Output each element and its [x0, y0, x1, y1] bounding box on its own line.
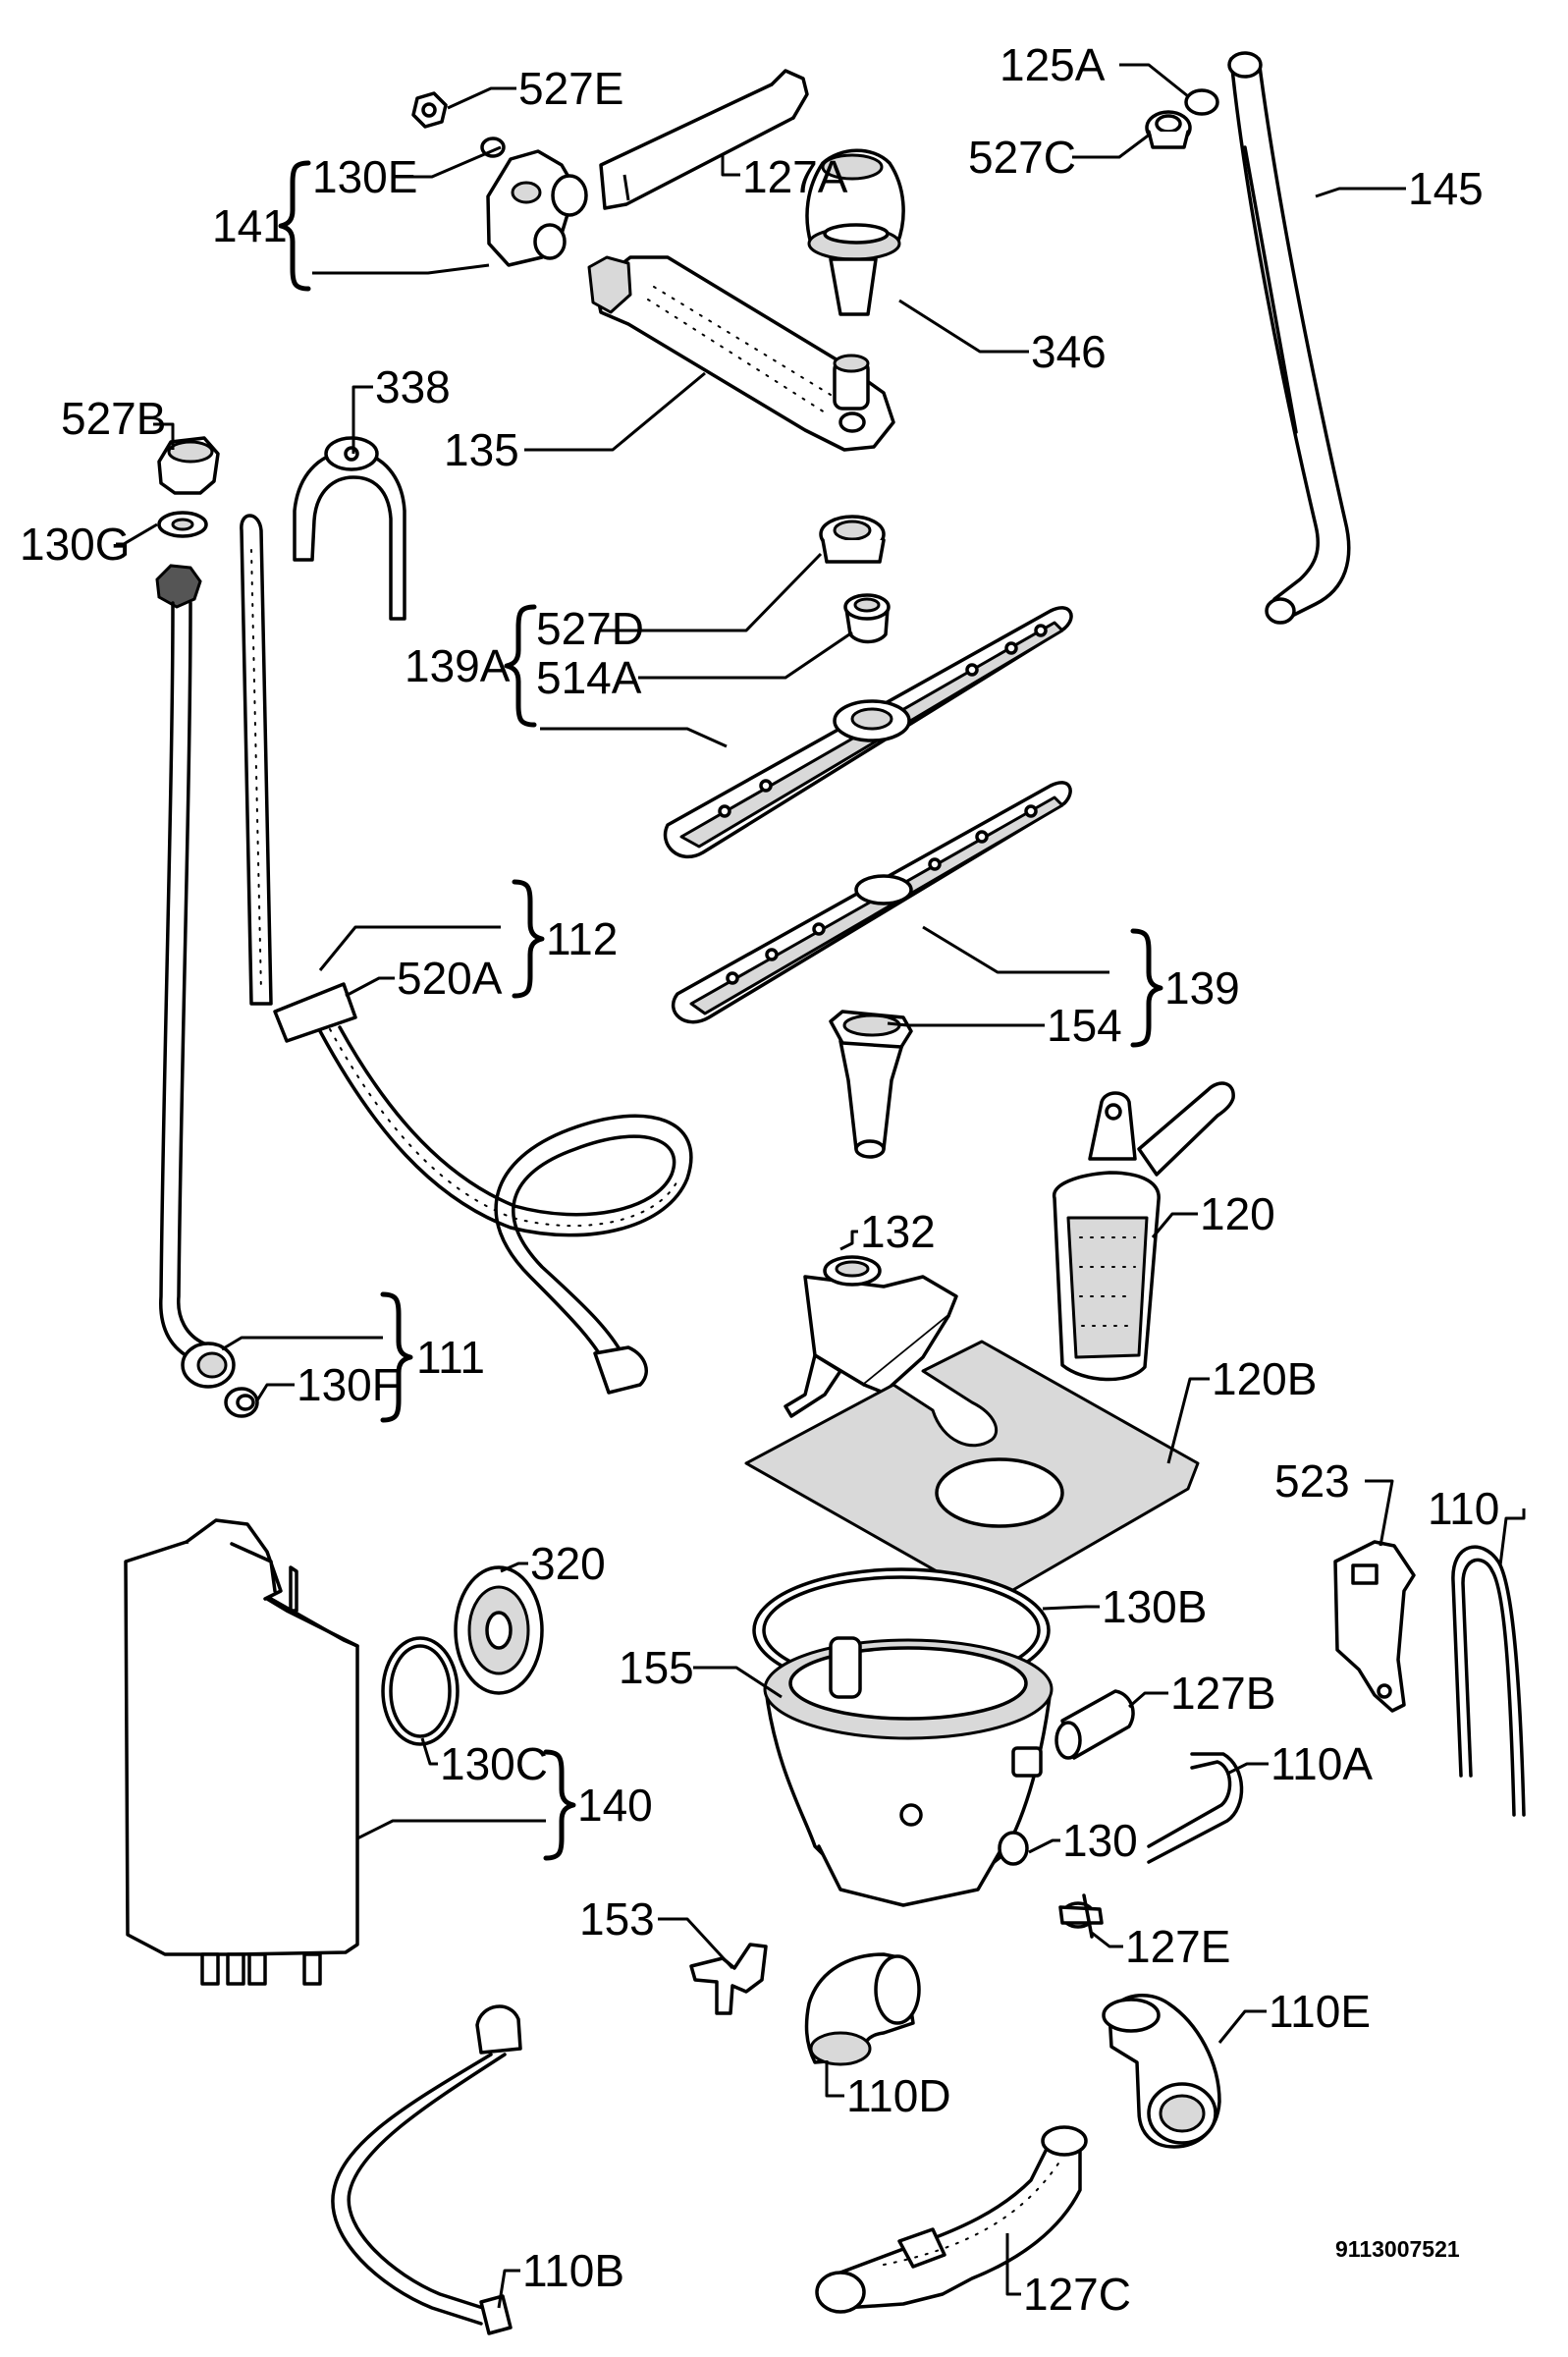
part-fitting-153: [689, 1943, 768, 2015]
label-130g: 130G: [20, 519, 131, 570]
label-127a: 127A: [742, 151, 848, 202]
part-riser-pipe-145: [1227, 51, 1351, 625]
part-cap-514a: [843, 593, 891, 644]
part-spray-arm-139a: [663, 606, 1073, 859]
part-inlet-hose-111: [155, 564, 236, 1389]
part-bracket-523: [1333, 1540, 1416, 1713]
part-washer-130: [998, 1831, 1029, 1866]
part-oring-125a: [1184, 88, 1219, 116]
label-155: 155: [619, 1642, 694, 1693]
label-120b: 120B: [1212, 1353, 1317, 1404]
label-338: 338: [375, 361, 451, 412]
label-127c: 127C: [1023, 2269, 1131, 2320]
label-127b: 127B: [1170, 1668, 1275, 1719]
label-139a: 139A: [405, 640, 511, 691]
part-pipe-127c: [815, 2125, 1088, 2314]
part-nut-527b: [157, 436, 220, 495]
part-nut-527e: [411, 91, 448, 129]
label-130b: 130B: [1102, 1581, 1207, 1632]
label-112: 112: [546, 913, 618, 964]
group-braces: [278, 160, 1163, 1861]
label-110e: 110E: [1269, 1986, 1371, 2037]
label-130c: 130C: [440, 1738, 548, 1789]
brace-139a: [504, 604, 537, 728]
part-washer-130g-hole: [171, 518, 194, 531]
part-softener-140: [124, 1518, 359, 1986]
part-nozzle-346: [805, 148, 905, 316]
label-110a: 110A: [1271, 1738, 1373, 1789]
part-spray-arm-139: [671, 781, 1072, 1024]
part-filter-120: [1053, 1081, 1235, 1382]
label-110: 110: [1428, 1483, 1499, 1534]
label-130f: 130F: [297, 1359, 400, 1410]
part-nut-527c: [1145, 110, 1192, 149]
label-140: 140: [577, 1780, 653, 1831]
label-320: 320: [530, 1538, 606, 1589]
document-number: 9113007521: [1335, 2236, 1460, 2262]
part-drain-hose-112: [240, 514, 693, 1395]
part-elbow-110e: [1102, 1994, 1221, 2149]
brace-140: [543, 1749, 576, 1861]
callout-labels: 527E 130E 141 127A 125A 527C 145 346 135…: [20, 39, 1499, 2320]
label-145: 145: [1408, 163, 1484, 214]
part-sensor-132: [784, 1255, 958, 1418]
part-hose-110b: [331, 2004, 522, 2335]
brace-139: [1130, 928, 1163, 1048]
label-523: 523: [1274, 1455, 1350, 1507]
label-527d: 527D: [536, 603, 644, 654]
label-130e: 130E: [312, 151, 417, 202]
label-127e: 127E: [1125, 1921, 1230, 1972]
label-154: 154: [1047, 1000, 1122, 1051]
part-clip-338: [293, 436, 406, 621]
part-gasket-130c-inner: [389, 1644, 452, 1738]
label-125a: 125A: [1000, 39, 1106, 90]
part-washer-130f: [224, 1387, 259, 1418]
part-holder-154: [829, 1010, 913, 1159]
label-130: 130: [1062, 1815, 1138, 1866]
part-tube-110a: [1147, 1752, 1244, 1864]
brace-141: [278, 160, 311, 292]
label-346: 346: [1031, 326, 1107, 377]
label-120: 120: [1200, 1188, 1275, 1239]
brace-112: [512, 879, 545, 999]
label-132: 132: [860, 1206, 936, 1257]
part-filter-plate-120b: [744, 1340, 1200, 1599]
label-520a: 520A: [397, 953, 503, 1004]
part-upper-spray-arm-135: [587, 255, 895, 452]
label-527c: 527C: [968, 132, 1076, 183]
label-110b: 110B: [522, 2245, 624, 2296]
part-nut-527d: [819, 515, 886, 564]
brace-111: [380, 1291, 413, 1423]
leader-lines: [116, 63, 1526, 2309]
part-elbow-110d: [804, 1952, 921, 2066]
part-connector-141: [486, 149, 588, 267]
part-fitting-127e: [1058, 1893, 1104, 1939]
part-arm-tube-127a: [599, 69, 809, 210]
label-111: 111: [416, 1332, 485, 1383]
label-514a: 514A: [536, 652, 642, 703]
part-sump-155: [763, 1636, 1054, 1907]
label-527b: 527B: [61, 393, 166, 444]
label-139: 139: [1164, 962, 1240, 1014]
part-tube-110: [1451, 1545, 1526, 1817]
part-sleeve-127b: [1054, 1689, 1135, 1760]
part-cap-320: [454, 1565, 544, 1695]
label-141: 141: [212, 200, 288, 251]
label-153: 153: [579, 1893, 655, 1945]
label-135: 135: [444, 424, 519, 475]
label-527e: 527E: [518, 63, 623, 114]
label-110d: 110D: [846, 2070, 951, 2121]
